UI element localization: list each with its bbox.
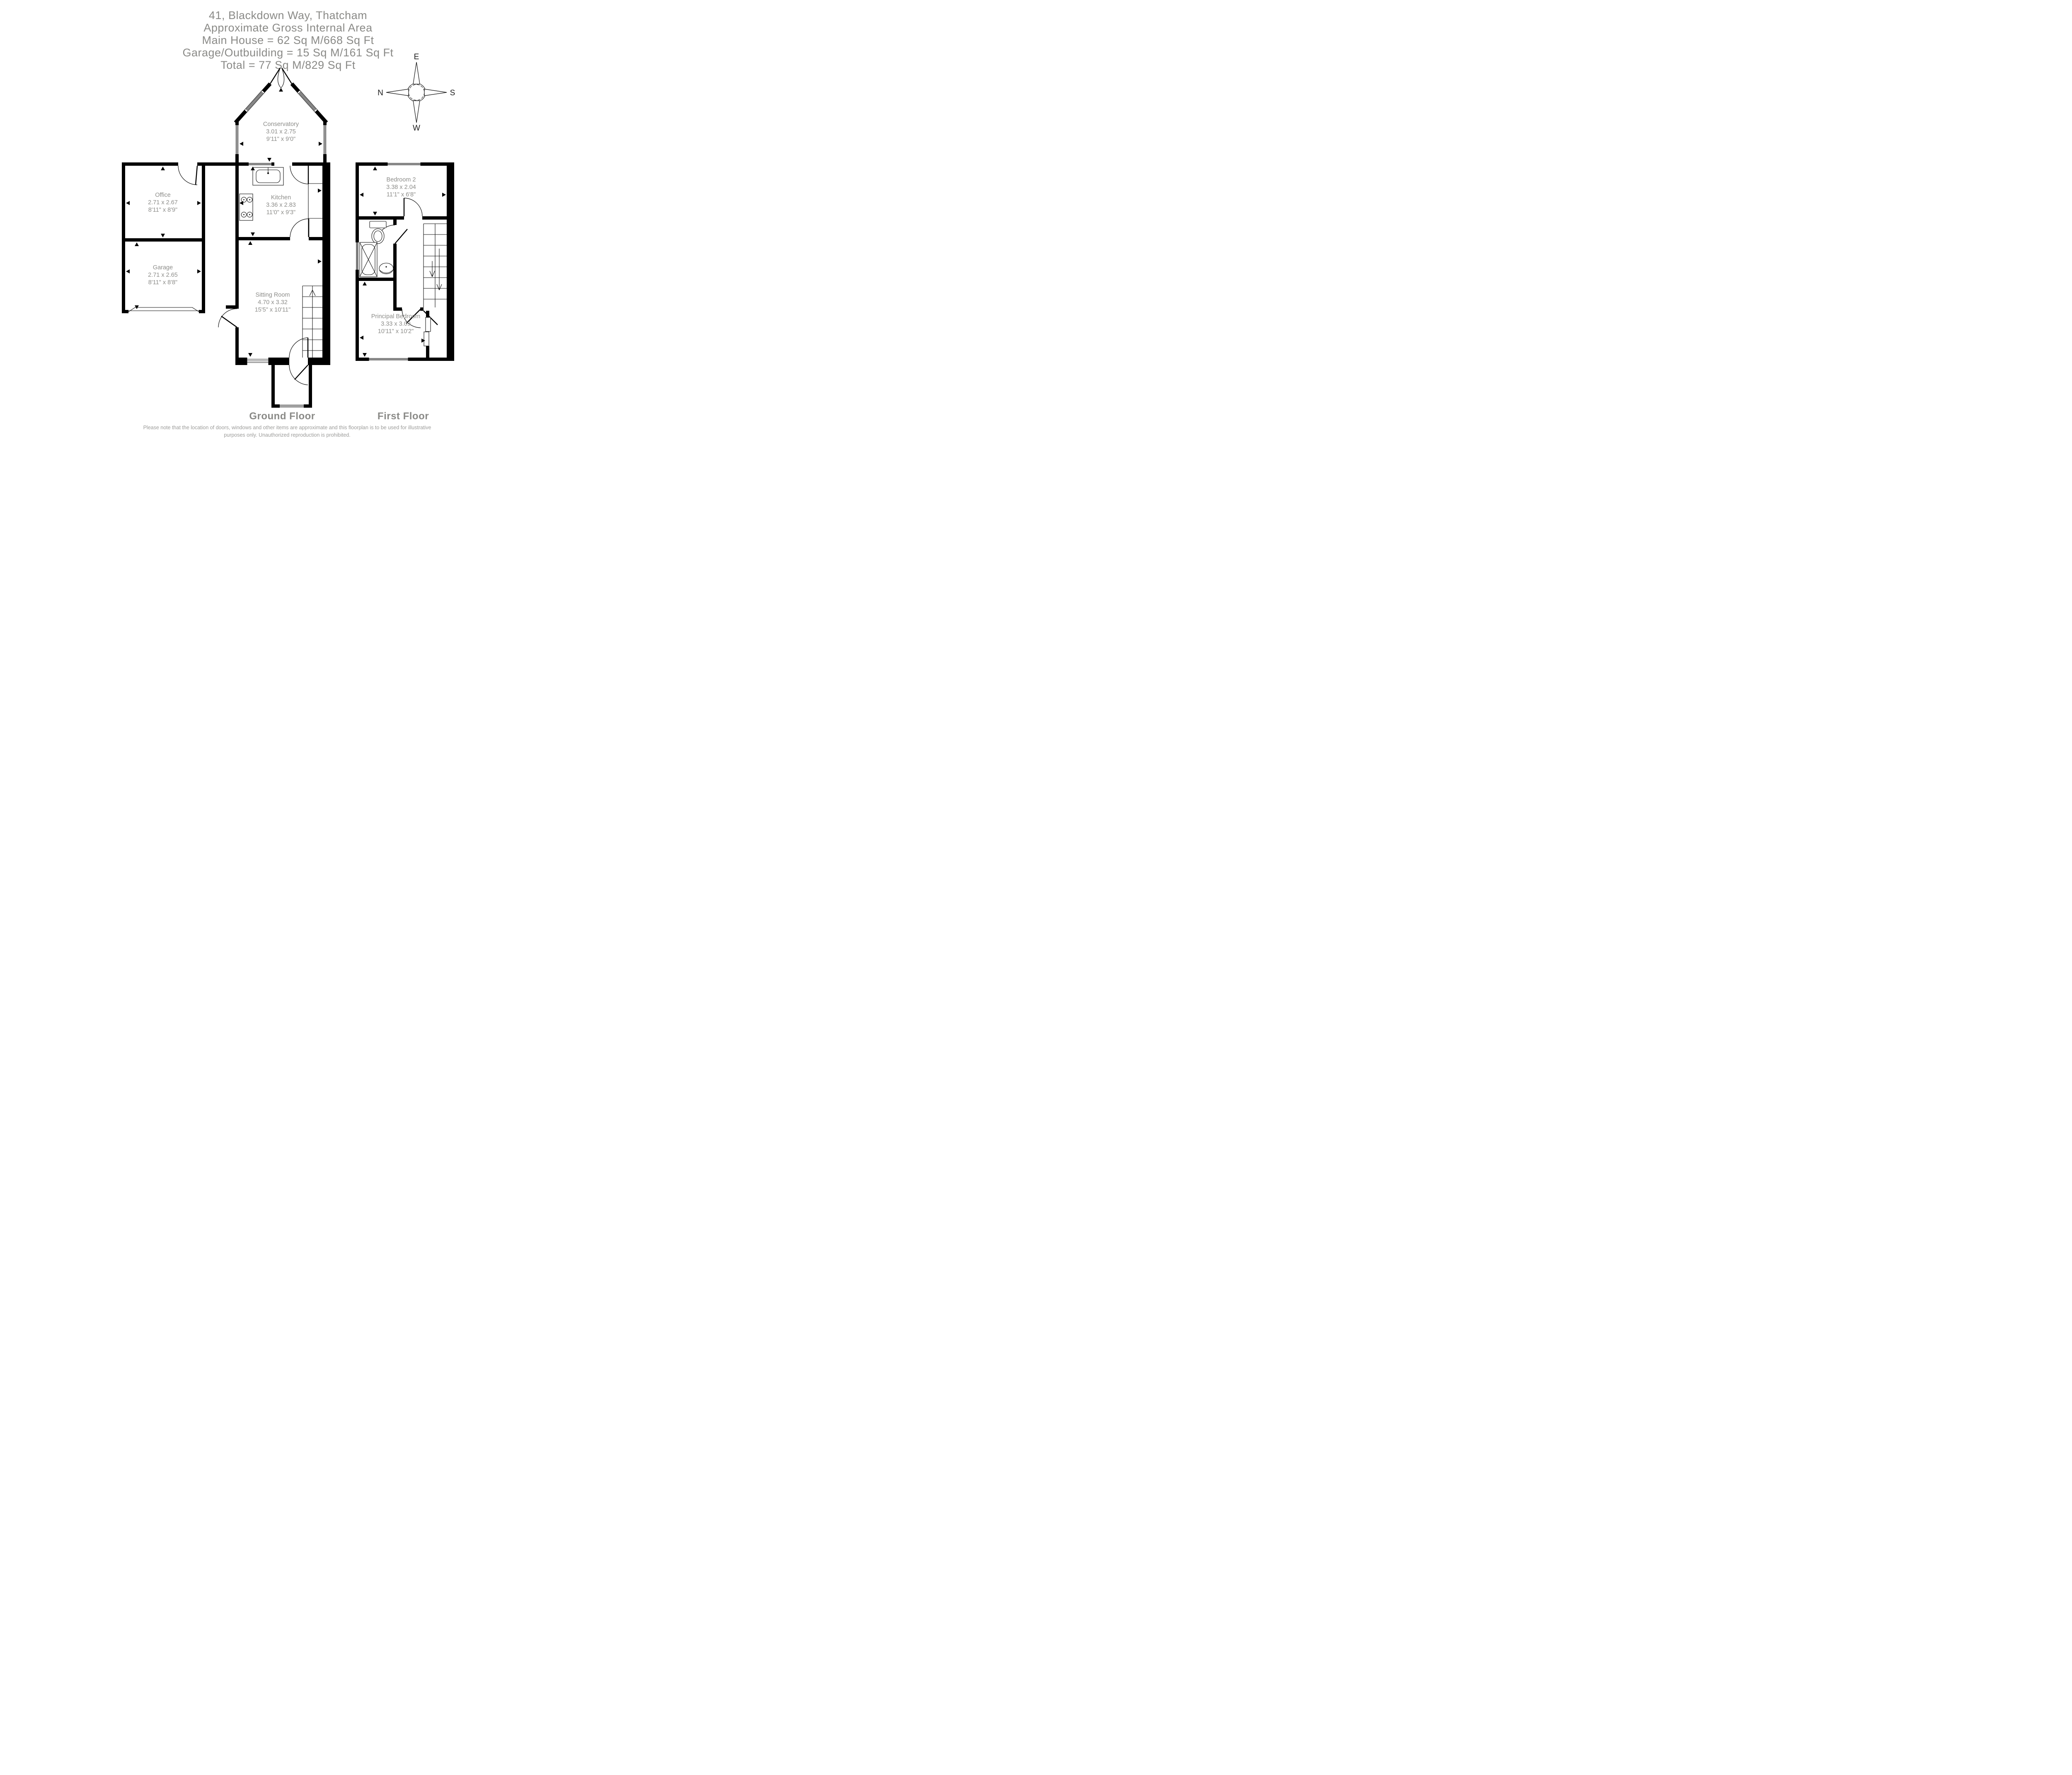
porch-door-leaf	[294, 365, 308, 380]
kitchen-name: Kitchen	[271, 194, 291, 201]
office-door-leaf	[195, 165, 198, 185]
title-garage-outbuilding: Garage/Outbuilding = 15 Sq M/161 Sq Ft	[182, 46, 393, 59]
room-label-bedroom2: Bedroom 2 3.38 x 2.04 11'1" x 6'8"	[386, 177, 416, 198]
kitchen-sink-icon	[252, 167, 284, 186]
cupboard-door-arc	[290, 165, 309, 184]
garage-metric: 2.71 x 2.65	[148, 272, 178, 278]
principal-imperial: 10'11" x 10'2"	[378, 328, 414, 335]
garage-name: Garage	[153, 264, 173, 271]
conservatory-doors-icon	[269, 68, 293, 88]
measure-arrows-first	[360, 167, 446, 357]
compass-label-w: W	[413, 124, 420, 133]
room-label-kitchen: Kitchen 3.36 x 2.83 11'0" x 9'3"	[266, 194, 296, 216]
outbuilding-walls	[122, 162, 239, 313]
room-label-conservatory: Conservatory 3.01 x 2.75 9'11" x 9'0"	[263, 121, 299, 143]
compass-point-south	[424, 89, 447, 96]
stairs-down-icon	[423, 223, 447, 307]
floorplan-page: 41, Blackdown Way, Thatcham Approximate …	[0, 0, 574, 444]
compass-rose-icon: E S W N	[378, 53, 455, 133]
measure-arrows-ground	[126, 88, 322, 357]
bedroom2-name: Bedroom 2	[387, 177, 416, 183]
first-floor-plan: Bedroom 2 3.38 x 2.04 11'1" x 6'8" Princ…	[356, 162, 454, 361]
garage-door-icon	[126, 307, 201, 313]
kitchen-sitting-door	[290, 218, 310, 237]
disclaimer-line-2: purposes only. Unauthorized reproduction…	[224, 432, 351, 438]
compass-point-north	[386, 89, 409, 96]
room-label-garage: Garage 2.71 x 2.65 8'11" x 8'8"	[148, 264, 178, 286]
conservatory-walls	[234, 68, 328, 166]
room-label-sitting-room: Sitting Room 4.70 x 3.32 15'5" x 10'11"	[255, 292, 291, 313]
back-door	[218, 308, 239, 328]
kitchen-imperial: 11'0" x 9'3"	[266, 209, 295, 216]
bedroom2-imperial: 11'1" x 6'8"	[387, 191, 416, 198]
sitting-room-name: Sitting Room	[255, 292, 290, 298]
sitting-room-metric: 4.70 x 3.32	[258, 299, 288, 306]
wardrobe-sliding-doors-icon	[424, 317, 431, 346]
bedroom2-window	[387, 162, 421, 166]
first-floor-label: First Floor	[378, 411, 429, 422]
office-name: Office	[155, 192, 171, 198]
principal-name: Principal Bedroom	[371, 313, 420, 320]
title-total: Total = 77 Sq M/829 Sq Ft	[220, 59, 355, 71]
compass-point-west	[413, 100, 420, 123]
office-door-arc	[178, 165, 198, 185]
kitchen-hob-icon	[239, 193, 253, 221]
title-area: Approximate Gross Internal Area	[203, 22, 373, 34]
principal-metric: 3.33 x 3.09	[381, 321, 411, 327]
title-main-house: Main House = 62 Sq M/668 Sq Ft	[202, 34, 374, 46]
front-door	[289, 337, 309, 365]
porch	[271, 365, 312, 408]
toilet-icon	[369, 221, 387, 244]
ground-floor-label: Ground Floor	[249, 411, 315, 422]
bedroom2-door	[403, 198, 423, 217]
main-house-ground-walls	[235, 162, 330, 365]
room-label-office: Office 2.71 x 2.67 8'11" x 8'9"	[148, 192, 178, 213]
title-block: 41, Blackdown Way, Thatcham Approximate …	[182, 9, 393, 71]
compass-label-n: N	[378, 89, 383, 97]
disclaimer: Please note that the location of doors, …	[143, 425, 431, 438]
sitting-room-imperial: 15'5" x 10'11"	[255, 307, 291, 313]
basin-icon	[379, 263, 394, 274]
compass-point-east	[413, 62, 420, 85]
porch-door-arc	[289, 365, 308, 385]
conservatory-name: Conservatory	[263, 121, 299, 128]
bedroom2-metric: 3.38 x 2.04	[386, 184, 416, 191]
bathroom-window	[356, 242, 359, 270]
conservatory-imperial: 9'11" x 9'0"	[266, 136, 295, 143]
bathtub-icon	[359, 242, 378, 277]
compass-label-s: S	[450, 89, 455, 97]
stairs-up-icon	[302, 285, 322, 358]
garage-imperial: 8'11" x 8'8"	[148, 279, 177, 286]
compass-label-e: E	[414, 53, 419, 61]
conservatory-metric: 3.01 x 2.75	[266, 128, 296, 135]
title-address: 41, Blackdown Way, Thatcham	[209, 9, 367, 22]
ground-floor-plan: Conservatory 3.01 x 2.75 9'11" x 9'0" Ki…	[122, 68, 330, 408]
office-imperial: 8'11" x 8'9"	[148, 207, 177, 213]
kitchen-metric: 3.36 x 2.83	[266, 202, 296, 208]
floorplan-svg: 41, Blackdown Way, Thatcham Approximate …	[122, 9, 455, 438]
room-label-principal-bedroom: Principal Bedroom 3.33 x 3.09 10'11" x 1…	[371, 313, 420, 335]
principal-bedroom-window	[368, 358, 409, 361]
disclaimer-line-1: Please note that the location of doors, …	[143, 425, 431, 430]
office-metric: 2.71 x 2.67	[148, 199, 178, 206]
sitting-room-window	[247, 358, 269, 365]
